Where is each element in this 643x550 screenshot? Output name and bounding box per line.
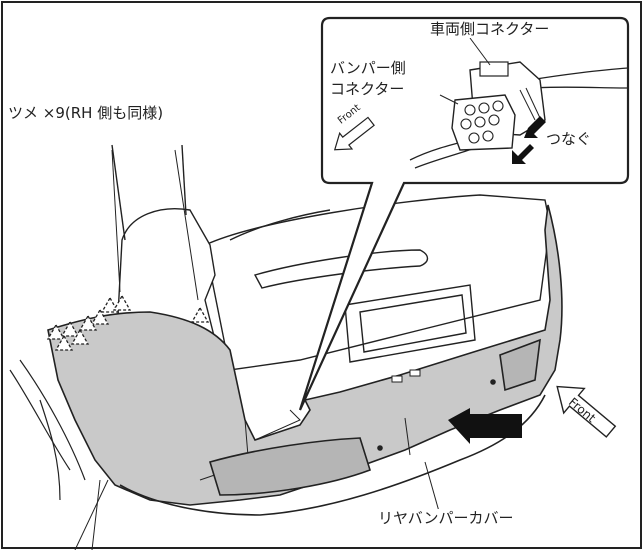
connect-label: つなぐ: [546, 130, 592, 148]
connector-callout: [298, 16, 630, 411]
front-arrow-inset: [333, 116, 375, 151]
front-arrow-main: [556, 385, 617, 438]
rear-bumper-cover-label: リヤバンパーカバー: [378, 509, 514, 527]
vehicle-connector-label: 車両側コネクター: [430, 20, 550, 38]
vehicle-body-outline: [204, 194, 551, 371]
bumper-cover: [47, 204, 563, 516]
bumper-connector-label-line2: コネクター: [330, 80, 405, 98]
bumper-cover-shape: [47, 204, 563, 506]
push-arrow: [448, 408, 522, 444]
left-fender-lines: [9, 359, 86, 501]
claw-markers: [46, 294, 210, 351]
connect-arrow-top: [524, 116, 546, 138]
claws-label: ツメ ×9(RH 側も同様): [8, 104, 164, 122]
connector-pins: [460, 100, 504, 144]
bumper-connector-label-line1: バンパー側: [330, 59, 406, 77]
leader-lines: [74, 149, 441, 550]
connect-arrow-bottom: [512, 144, 534, 164]
